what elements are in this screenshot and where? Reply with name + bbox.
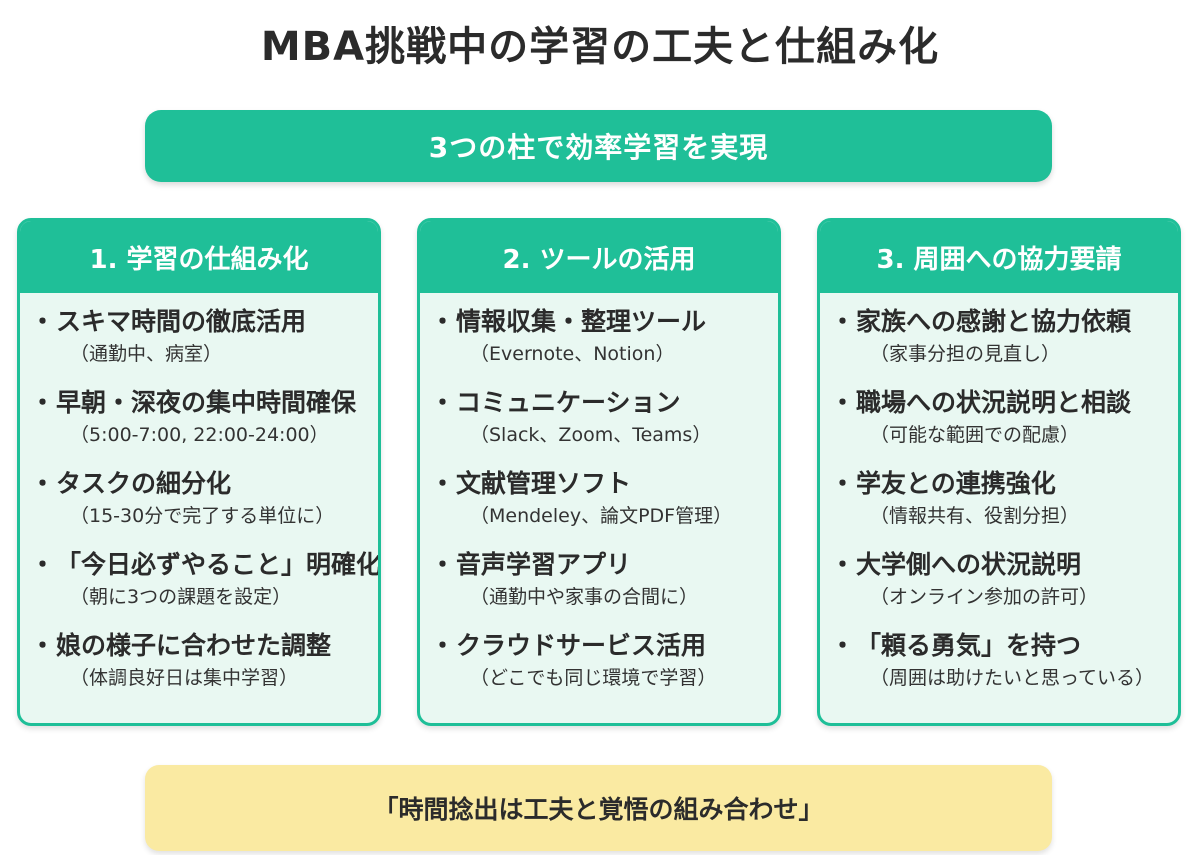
pillar-tools: 2. ツールの活用 ・情報収集・整理ツール （Evernote、Notion） …	[417, 218, 781, 726]
item-note: （朝に3つの課題を設定）	[70, 586, 292, 608]
bullet-dot: ・	[430, 388, 456, 417]
item-text: タスクの細分化	[56, 469, 232, 498]
list-item: ・大学側への状況説明 （オンライン参加の許可）	[830, 548, 1178, 629]
list-item: ・情報収集・整理ツール （Evernote、Notion）	[430, 305, 778, 386]
bullet-dot: ・	[830, 631, 856, 660]
list-item: ・職場への状況説明と相談 （可能な範囲での配慮）	[830, 386, 1178, 467]
pillar-learning-system: 1. 学習の仕組み化 ・スキマ時間の徹底活用 （通勤中、病室） ・早朝・深夜の集…	[17, 218, 381, 726]
item-text: クラウドサービス活用	[456, 631, 707, 660]
item-note: （Evernote、Notion）	[470, 343, 675, 365]
item-text: 早朝・深夜の集中時間確保	[56, 388, 357, 417]
bullet-dot: ・	[30, 631, 56, 660]
item-note: （情報共有、役割分担）	[870, 505, 1080, 527]
list-item: ・娘の様子に合わせた調整 （体調良好日は集中学習）	[30, 629, 378, 710]
item-note: （Slack、Zoom、Teams）	[470, 424, 712, 446]
item-note: （体調良好日は集中学習）	[70, 667, 299, 689]
bullet-dot: ・	[430, 631, 456, 660]
bullet-dot: ・	[830, 469, 856, 498]
item-text: コミュニケーション	[456, 388, 681, 417]
item-note: （どこでも同じ環境で学習）	[470, 667, 717, 689]
page-title: MBA挑戦中の学習の工夫と仕組み化	[260, 24, 940, 70]
item-note: （Mendeley、論文PDF管理）	[470, 505, 733, 527]
item-text: 「頼る勇気」を持つ	[856, 631, 1082, 660]
item-note: （可能な範囲での配慮）	[870, 424, 1080, 446]
item-text: 「今日必ずやること」明確化	[56, 550, 381, 579]
item-text: 情報収集・整理ツール	[456, 307, 707, 336]
bullet-dot: ・	[30, 307, 56, 336]
item-note: （通勤中、病室）	[70, 343, 223, 365]
bullet-dot: ・	[430, 307, 456, 336]
item-text: スキマ時間の徹底活用	[56, 307, 307, 336]
item-text: 娘の様子に合わせた調整	[56, 631, 332, 660]
item-note: （5:00-7:00, 22:00-24:00）	[70, 424, 329, 446]
item-note: （オンライン参加の許可）	[870, 586, 1099, 608]
bullet-dot: ・	[830, 388, 856, 417]
bullet-dot: ・	[430, 469, 456, 498]
bullet-dot: ・	[30, 469, 56, 498]
bullet-dot: ・	[430, 550, 456, 579]
list-item: ・「頼る勇気」を持つ （周囲は助けたいと思っている）	[830, 629, 1178, 710]
closing-quote: 「時間捻出は工夫と覚悟の組み合わせ」	[145, 765, 1052, 851]
item-text: 音声学習アプリ	[456, 550, 632, 579]
list-item: ・スキマ時間の徹底活用 （通勤中、病室）	[30, 305, 378, 386]
item-note: （周囲は助けたいと思っている）	[870, 667, 1155, 689]
pillar-header: 2. ツールの活用	[420, 221, 778, 293]
summary-banner: 3つの柱で効率学習を実現	[145, 110, 1052, 182]
item-note: （家事分担の見直し）	[870, 343, 1061, 365]
list-item: ・音声学習アプリ （通勤中や家事の合間に）	[430, 548, 778, 629]
list-item: ・タスクの細分化 （15-30分で完了する単位に）	[30, 467, 378, 548]
list-item: ・学友との連携強化 （情報共有、役割分担）	[830, 467, 1178, 548]
list-item: ・家族への感謝と協力依頼 （家事分担の見直し）	[830, 305, 1178, 386]
bullet-dot: ・	[830, 307, 856, 336]
item-text: 大学側への状況説明	[856, 550, 1082, 579]
bullet-dot: ・	[830, 550, 856, 579]
pillar-header: 1. 学習の仕組み化	[20, 221, 378, 293]
pillar-item-list: ・家族への感謝と協力依頼 （家事分担の見直し） ・職場への状況説明と相談 （可能…	[820, 293, 1178, 710]
list-item: ・早朝・深夜の集中時間確保 （5:00-7:00, 22:00-24:00）	[30, 386, 378, 467]
pillar-item-list: ・スキマ時間の徹底活用 （通勤中、病室） ・早朝・深夜の集中時間確保 （5:00…	[20, 293, 378, 710]
item-note: （15-30分で完了する単位に）	[70, 505, 335, 527]
bullet-dot: ・	[30, 388, 56, 417]
item-text: 学友との連携強化	[856, 469, 1056, 498]
pillar-header: 3. 周囲への協力要請	[820, 221, 1178, 293]
pillar-item-list: ・情報収集・整理ツール （Evernote、Notion） ・コミュニケーション…	[420, 293, 778, 710]
list-item: ・文献管理ソフト （Mendeley、論文PDF管理）	[430, 467, 778, 548]
item-text: 職場への状況説明と相談	[856, 388, 1132, 417]
item-text: 家族への感謝と協力依頼	[856, 307, 1132, 336]
list-item: ・クラウドサービス活用 （どこでも同じ環境で学習）	[430, 629, 778, 710]
list-item: ・「今日必ずやること」明確化 （朝に3つの課題を設定）	[30, 548, 378, 629]
item-note: （通勤中や家事の合間に）	[470, 586, 699, 608]
bullet-dot: ・	[30, 550, 56, 579]
item-text: 文献管理ソフト	[456, 469, 632, 498]
list-item: ・コミュニケーション （Slack、Zoom、Teams）	[430, 386, 778, 467]
pillar-cooperation: 3. 周囲への協力要請 ・家族への感謝と協力依頼 （家事分担の見直し） ・職場へ…	[817, 218, 1181, 726]
